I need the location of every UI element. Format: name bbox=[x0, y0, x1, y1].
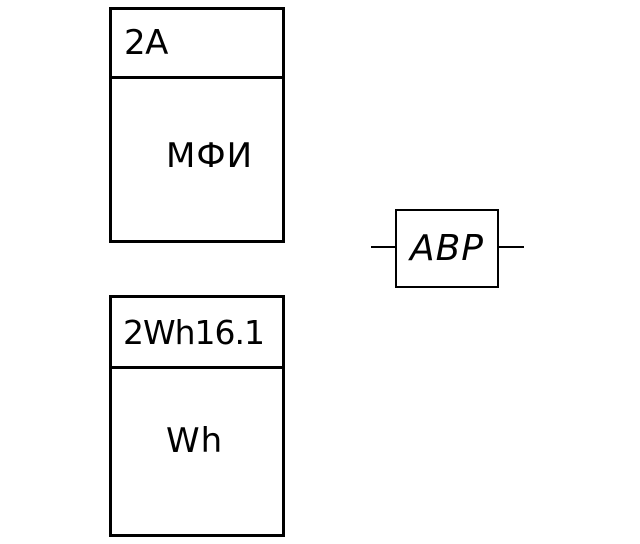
device-block-mfi: 2A МФИ bbox=[109, 7, 285, 243]
device-designation: 2A bbox=[124, 23, 168, 63]
avr-switch-box: ABP bbox=[395, 209, 499, 288]
device-block-meter: 2Wh16.1 Wh bbox=[109, 295, 285, 537]
right-connection-line bbox=[499, 246, 524, 248]
avr-switch-label: ABP bbox=[409, 227, 485, 269]
device-designation-cell: 2A bbox=[112, 10, 282, 79]
left-connection-line bbox=[371, 246, 395, 248]
device-designation: 2Wh16.1 bbox=[123, 312, 265, 352]
avr-switch-symbol: ABP bbox=[370, 208, 526, 290]
device-designation-cell: 2Wh16.1 bbox=[112, 298, 282, 369]
device-function-label: МФИ bbox=[166, 136, 254, 176]
device-function-label: Wh bbox=[166, 421, 224, 461]
